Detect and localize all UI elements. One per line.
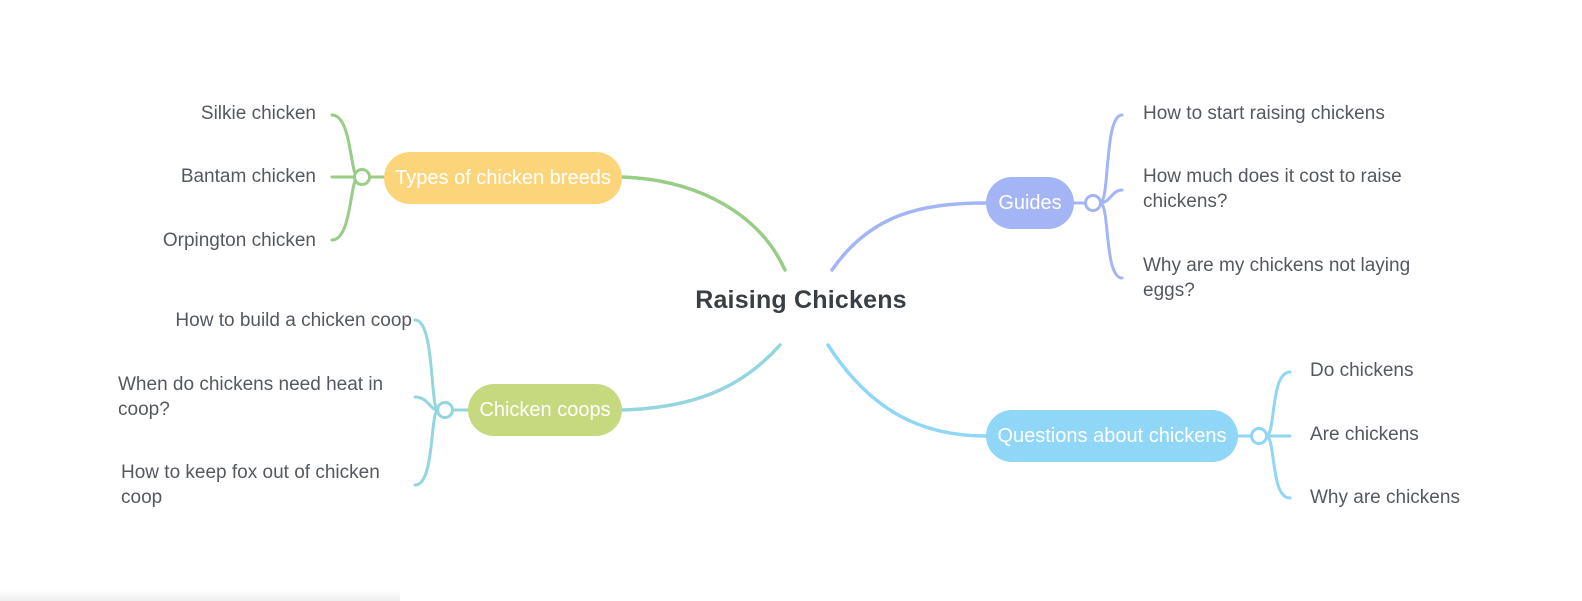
questions-fan: [1234, 370, 1292, 500]
leaf-are-chickens[interactable]: Are chickens: [1310, 424, 1419, 445]
leaf-how-to-keep-fox-out[interactable]: How to keep fox out of chicken coop: [121, 462, 380, 508]
guides-fan: [1068, 113, 1124, 280]
leaf-bantam-chicken[interactable]: Bantam chicken: [180, 166, 316, 187]
leaf-how-much-does-it-cost[interactable]: How much does it cost to raise chickens?: [1143, 166, 1402, 212]
branch-chicken-coops[interactable]: Chicken coops: [468, 384, 622, 436]
guides-junction-node: [1084, 194, 1102, 212]
leaf-orpington-chicken[interactable]: Orpington chicken: [162, 230, 316, 251]
leaf-do-chickens[interactable]: Do chickens: [1310, 360, 1414, 381]
leaf-silkie-chicken[interactable]: Silkie chicken: [200, 103, 316, 124]
questions-junction-node: [1250, 427, 1268, 445]
branch-questions-about-chickens[interactable]: Questions about chickens: [986, 410, 1238, 462]
coops-junction-node: [436, 401, 454, 419]
root-topic[interactable]: Raising Chickens: [695, 286, 907, 314]
leaf-how-to-start-raising-chickens[interactable]: How to start raising chickens: [1143, 103, 1385, 124]
leaf-why-are-chickens[interactable]: Why are chickens: [1310, 487, 1460, 508]
root-to-breeds-line: [620, 175, 787, 272]
bottom-edge-shadow: [0, 590, 400, 601]
leaf-when-do-chickens-need-heat[interactable]: When do chickens need heat in coop?: [118, 374, 384, 420]
branch-types-of-chicken-breeds[interactable]: Types of chicken breeds: [384, 152, 622, 204]
root-to-coops-line: [620, 343, 782, 412]
breeds-junction-node: [353, 168, 371, 186]
branch-guides[interactable]: Guides: [986, 177, 1074, 229]
coops-fan: [413, 318, 470, 487]
root-to-questions-line: [826, 343, 988, 438]
leaf-how-to-build-a-chicken-coop[interactable]: How to build a chicken coop: [175, 310, 412, 331]
leaf-why-are-my-chickens-not-laying[interactable]: Why are my chickens not laying eggs?: [1143, 255, 1411, 301]
root-to-guides-line: [830, 201, 988, 272]
